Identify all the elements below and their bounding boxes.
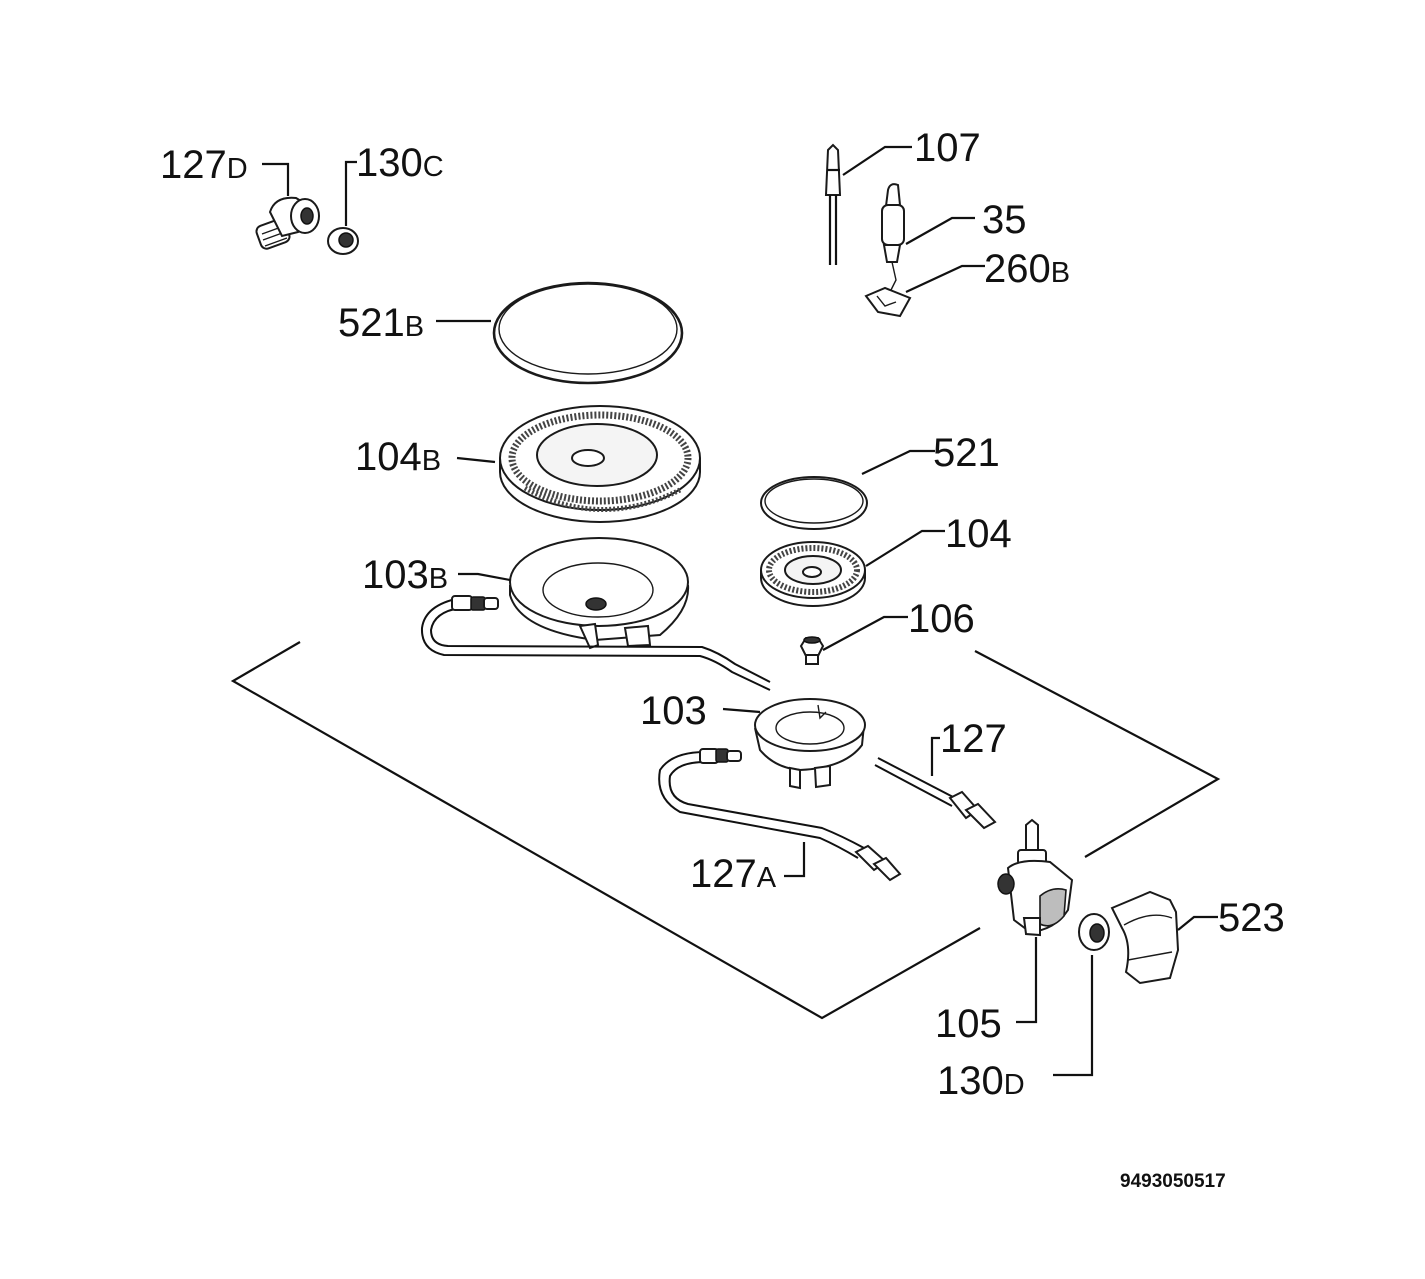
part-260B-clip (864, 286, 912, 318)
part-130C-ring (327, 227, 359, 255)
part-105-gas-valve (997, 818, 1074, 937)
hob-outline (230, 641, 981, 1020)
hob-outline-right (974, 650, 1221, 858)
label-104B: 104B (355, 435, 441, 479)
part-127-gas-pipe (874, 757, 997, 830)
part-104-burner-cap (760, 541, 866, 607)
part-127A-gas-pipe (658, 748, 902, 882)
part-104B-burner-cap (499, 405, 701, 523)
part-521-seal-ring (760, 476, 868, 530)
label-127A: 127A (690, 852, 777, 896)
label-521B: 521B (338, 301, 424, 345)
label-106: 106 (908, 597, 975, 641)
leader-lines (262, 145, 1218, 1077)
label-103: 103 (640, 689, 707, 733)
label-127D: 127D (160, 143, 248, 187)
label-104: 104 (945, 512, 1012, 556)
part-127D-elbow-fitting (255, 196, 320, 250)
part-103B-burner-base (509, 537, 690, 650)
label-103B: 103B (362, 553, 448, 597)
label-523: 523 (1218, 896, 1285, 940)
pipe-103B (420, 595, 771, 691)
part-107-thermocouple (824, 143, 842, 265)
label-130D: 130D (937, 1059, 1025, 1103)
label-105: 105 (935, 1002, 1002, 1046)
part-35-electrode (881, 183, 905, 293)
part-130D-ring (1078, 913, 1110, 951)
label-260B: 260B (984, 247, 1070, 291)
part-521B-seal-ring (492, 281, 684, 385)
label-521: 521 (933, 431, 1000, 475)
label-130C: 130C (356, 141, 444, 185)
label-127: 127 (940, 717, 1007, 761)
part-106-injector (799, 636, 825, 665)
part-523-bracket (1110, 890, 1180, 985)
label-107: 107 (914, 126, 981, 170)
label-35: 35 (982, 198, 1027, 242)
drawing-code: 9493050517 (1120, 1171, 1226, 1192)
part-103-burner-base (754, 698, 866, 790)
